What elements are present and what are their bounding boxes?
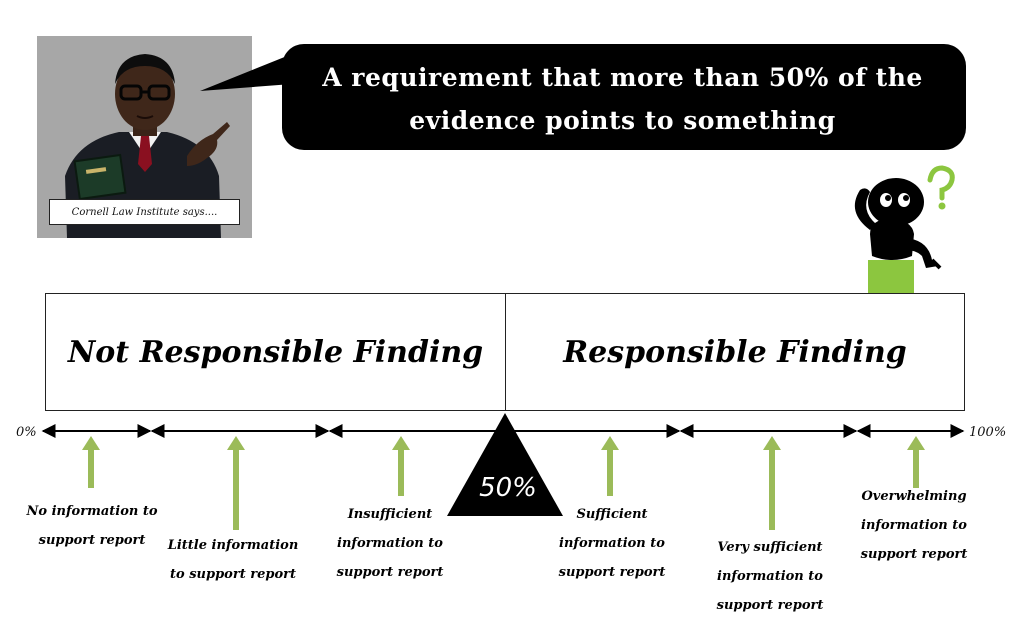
midpoint-label: 50%	[479, 473, 537, 503]
speech-bubble	[282, 44, 966, 150]
evidence-label: No information to support report	[26, 504, 158, 548]
photo-caption: Cornell Law Institute says....	[49, 199, 240, 225]
evidence-label: Overwhelming information to support repo…	[860, 489, 968, 562]
thinker-figure	[854, 165, 955, 293]
question-mark-icon	[927, 165, 955, 210]
green-arrow-icon	[227, 436, 245, 530]
speech-bubble-text: A requirement that more than 50% of the …	[322, 63, 923, 135]
judge-photo: Cornell Law Institute says....	[37, 36, 252, 238]
green-arrow-icon	[392, 436, 410, 496]
scale-start-label: 0%	[16, 425, 37, 440]
fulcrum-triangle	[447, 413, 563, 516]
not-responsible-finding-box: Not Responsible Finding	[45, 293, 506, 411]
green-arrow-icon	[907, 436, 925, 488]
green-arrow-icon	[601, 436, 619, 496]
scale-end-label: 100%	[969, 425, 1007, 440]
speech-bubble-tail	[200, 54, 292, 91]
evidence-label: Insufficient information to support repo…	[336, 507, 444, 580]
green-arrow-icon	[763, 436, 781, 530]
evidence-label: Very sufficient information to support r…	[716, 540, 824, 613]
evidence-label: Little information to support report	[167, 538, 299, 582]
responsible-finding-box: Responsible Finding	[505, 293, 965, 411]
thinking-figure-icon	[854, 178, 942, 293]
green-up-arrows	[82, 436, 925, 530]
evidence-label: Sufficient information to support report	[558, 507, 666, 580]
green-arrow-icon	[82, 436, 100, 488]
